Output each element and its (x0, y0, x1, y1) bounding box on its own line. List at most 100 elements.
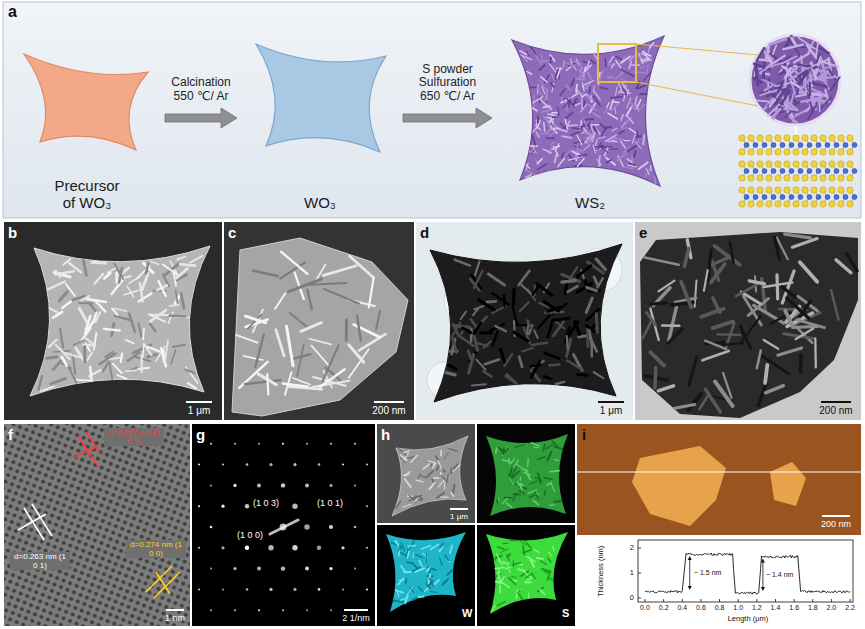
flake (756, 67, 758, 85)
flake (497, 499, 498, 504)
flake (287, 326, 294, 365)
step-condition: S powder Sulfuration 650 ℃/ Ar (410, 63, 486, 104)
flake (497, 554, 501, 562)
s-atom (802, 201, 808, 207)
flake (538, 474, 541, 483)
figure-label: 200 nm (821, 519, 851, 529)
flake (598, 137, 605, 139)
flake (591, 60, 595, 64)
s-atom (766, 161, 772, 167)
flake (104, 329, 120, 331)
panel-letter: W (462, 607, 472, 620)
flake (419, 587, 423, 591)
flake (173, 345, 185, 347)
diffraction-spot (222, 464, 224, 466)
flake (75, 379, 92, 382)
panel-letter: h (381, 426, 390, 443)
sample-art (240, 30, 400, 214)
flake (784, 45, 803, 50)
flake (188, 383, 196, 388)
flake (553, 322, 563, 336)
flake (566, 67, 571, 71)
flake (824, 65, 835, 68)
figure-label: 1 μm (188, 405, 210, 417)
flake (770, 100, 775, 107)
diffraction-spot (210, 526, 213, 529)
flake (702, 351, 728, 360)
s-atom (802, 175, 808, 181)
arrow-head (761, 559, 765, 563)
diffraction-spot (246, 463, 249, 466)
flake (545, 353, 559, 358)
flake (596, 314, 597, 332)
s-atom (811, 135, 817, 141)
figure-label: 0 (630, 594, 634, 603)
flake (429, 568, 431, 573)
flake (576, 89, 582, 97)
flake (704, 270, 708, 291)
eds-map (477, 424, 575, 523)
flake (244, 356, 263, 360)
afm-image (577, 424, 861, 535)
flake (527, 72, 532, 75)
flake (515, 445, 524, 448)
diffraction-spot (293, 588, 296, 591)
flake (533, 287, 539, 295)
flake (293, 378, 311, 385)
flake (440, 451, 442, 456)
s-atom (802, 135, 808, 141)
flake (588, 87, 590, 93)
flake (628, 146, 637, 151)
flake (568, 286, 578, 292)
flake (508, 565, 511, 573)
flake (575, 142, 584, 144)
figure-label: 2.0 (827, 604, 837, 612)
s-atom (739, 161, 745, 167)
flake (181, 294, 184, 309)
element-map (486, 532, 568, 614)
flake (126, 340, 134, 344)
lattice-line (156, 572, 170, 594)
diffraction-spot (210, 443, 212, 445)
flake (634, 151, 636, 157)
flake (792, 68, 798, 74)
flake (525, 170, 534, 175)
flake (165, 341, 168, 360)
flake (764, 283, 793, 288)
flake (92, 261, 106, 265)
flake (280, 262, 305, 278)
diffraction-spot (198, 588, 200, 590)
flake (568, 124, 577, 126)
diffraction-spot (329, 484, 332, 487)
flake (170, 304, 179, 307)
figure-label: 1 μm (600, 405, 622, 417)
tem-image (635, 222, 861, 420)
w-atom (798, 195, 803, 200)
flake (594, 277, 598, 286)
diffraction-spot (292, 545, 297, 550)
s-atom (820, 187, 826, 193)
s-atom (793, 161, 799, 167)
diffraction-spot (304, 524, 309, 529)
flake (607, 103, 609, 108)
diffraction-spot (330, 609, 332, 611)
figure-label: d=0.227 nm (1 0 3) (104, 428, 164, 446)
panel-letter: g (196, 426, 205, 443)
flake (583, 81, 594, 86)
flake (621, 57, 630, 63)
diffraction-spot (317, 546, 321, 550)
flake (411, 456, 417, 463)
flake (141, 356, 143, 372)
s-atom (748, 175, 754, 181)
w-atom (825, 143, 830, 148)
s-atom (829, 187, 835, 193)
s-atom (775, 187, 781, 193)
flake (537, 159, 542, 164)
s-atom (784, 161, 790, 167)
diffraction-spot (366, 588, 368, 590)
s-atom (766, 135, 772, 141)
flake (533, 97, 543, 103)
flake (401, 599, 406, 601)
flake (516, 589, 522, 593)
afm-flake (632, 446, 726, 526)
